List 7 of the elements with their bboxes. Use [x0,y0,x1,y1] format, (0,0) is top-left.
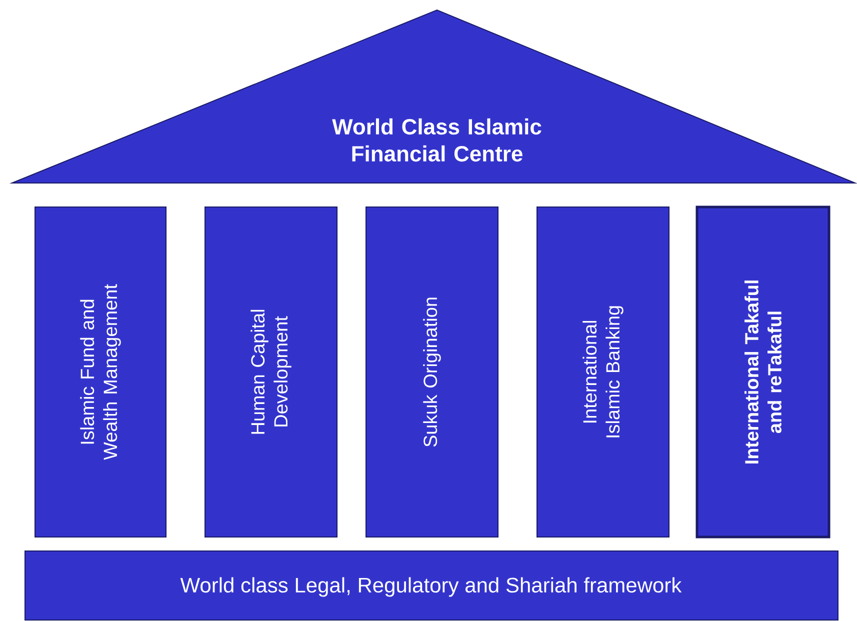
pillar: Sukuk Origination [366,206,498,538]
pillar: International Takaful and reTakaful [696,206,830,538]
pillar: Islamic Fund and Wealth Management [34,206,166,538]
pillar: Human Capital Development [204,206,338,538]
roof-label: World Class Islamic Financial Centre [332,118,542,162]
foundation-bar: World class Legal, Regulatory and Shariah framework [24,550,838,620]
pillar: International Islamic Banking [536,206,670,538]
